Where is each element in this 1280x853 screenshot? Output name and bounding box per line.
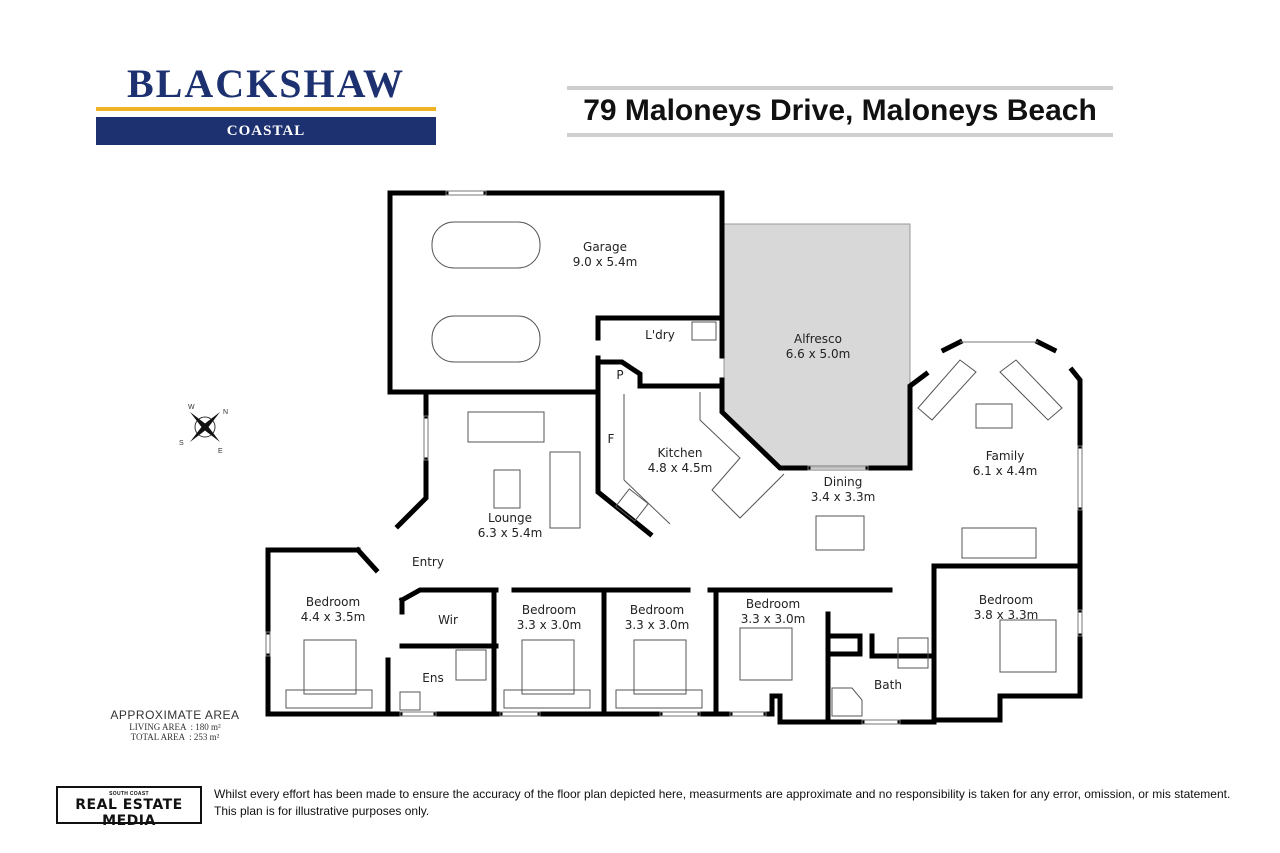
label-bed1: Bedroom [306, 595, 360, 609]
dims-bed4: 3.3 x 3.0m [741, 612, 806, 626]
room-labels: Garage 9.0 x 5.4m L'dry P F Alfresco 6.6… [301, 240, 1039, 692]
dims-bed5: 3.8 x 3.3m [974, 608, 1039, 622]
label-wir: Wir [438, 613, 458, 627]
real-estate-media-logo: SOUTH COAST REAL ESTATE MEDIA [56, 786, 202, 829]
label-pantry: P [616, 368, 623, 382]
label-bed4: Bedroom [746, 597, 800, 611]
area-title: APPROXIMATE AREA [110, 708, 240, 722]
label-fridge: F [608, 432, 615, 446]
car-icon [431, 315, 541, 363]
label-entry: Entry [412, 555, 444, 569]
dims-bed2: 3.3 x 3.0m [517, 618, 582, 632]
disclaimer: Whilst every effort has been made to ens… [214, 786, 1230, 820]
total-area-label: TOTAL AREA [130, 732, 186, 742]
living-area-label: LIVING AREA [129, 722, 187, 732]
address-header: 79 Maloneys Drive, Maloneys Beach [567, 86, 1113, 137]
total-area-value: : 253 m² [189, 732, 220, 742]
logo-sub: COASTAL [226, 122, 306, 139]
label-garage: Garage [583, 240, 627, 254]
walls [265, 190, 1083, 725]
label-bed2: Bedroom [522, 603, 576, 617]
dims-kitchen: 4.8 x 4.5m [648, 461, 713, 475]
compass-icon: W N S E [179, 404, 228, 455]
label-laundry: L'dry [645, 328, 675, 342]
car-icon [431, 221, 541, 269]
dims-alfresco: 6.6 x 5.0m [786, 347, 851, 361]
label-bed5: Bedroom [979, 593, 1033, 607]
living-area-value: : 180 m² [190, 722, 221, 732]
rem-big: REAL ESTATE MEDIA [75, 797, 183, 829]
approximate-area: APPROXIMATE AREA LIVING AREA: 180 m² TOT… [100, 708, 250, 742]
label-bed3: Bedroom [630, 603, 684, 617]
logo-gold-rule [96, 107, 436, 111]
title-rule-top [567, 86, 1113, 90]
dims-garage: 9.0 x 5.4m [573, 255, 638, 269]
blackshaw-logo: BLACKSHAW COASTAL [96, 64, 436, 145]
label-ens: Ens [422, 671, 443, 685]
label-alfresco: Alfresco [794, 332, 842, 346]
dims-bed1: 4.4 x 3.5m [301, 610, 366, 624]
page-title: 79 Maloneys Drive, Maloneys Beach [583, 94, 1097, 127]
compass-w: W [188, 404, 195, 411]
label-family: Family [986, 449, 1025, 463]
title-rule-bottom [567, 133, 1113, 137]
disclaimer-line-1: Whilst every effort has been made to ens… [214, 787, 1231, 801]
label-kitchen: Kitchen [657, 446, 702, 460]
logo-brand: BLACKSHAW [126, 61, 406, 106]
compass-e: E [218, 448, 223, 455]
windows [265, 190, 1083, 725]
dims-lounge: 6.3 x 5.4m [478, 526, 543, 540]
logo-sub-bar: COASTAL [96, 117, 436, 145]
compass-s: S [179, 440, 184, 447]
compass-n: N [223, 409, 228, 416]
label-lounge: Lounge [488, 511, 532, 525]
dims-bed3: 3.3 x 3.0m [625, 618, 690, 632]
furniture [285, 221, 1063, 717]
label-bath: Bath [874, 678, 902, 692]
dims-family: 6.1 x 4.4m [973, 464, 1038, 478]
alfresco-area [723, 223, 911, 469]
dims-dining: 3.4 x 3.3m [811, 490, 876, 504]
disclaimer-line-2: This plan is for illustrative purposes o… [214, 804, 430, 818]
rem-small: SOUTH COAST [109, 791, 149, 797]
label-dining: Dining [824, 475, 863, 489]
